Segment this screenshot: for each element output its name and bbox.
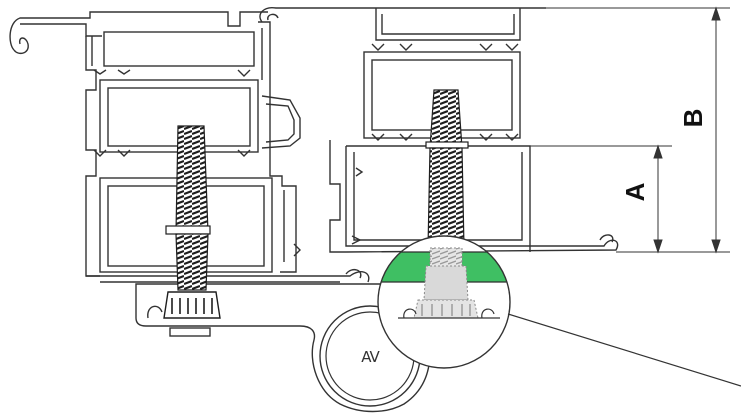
leader-line: [507, 313, 741, 387]
dimension-b-label: B: [678, 109, 708, 128]
dimension-lines: [520, 6, 730, 254]
right-sash-profile: [259, 7, 619, 253]
left-screw: [163, 125, 221, 319]
av-logo: AV: [361, 348, 380, 366]
dimension-a-label: A: [620, 182, 650, 201]
right-screw: [425, 89, 469, 249]
detail-magnifier: [377, 235, 741, 387]
